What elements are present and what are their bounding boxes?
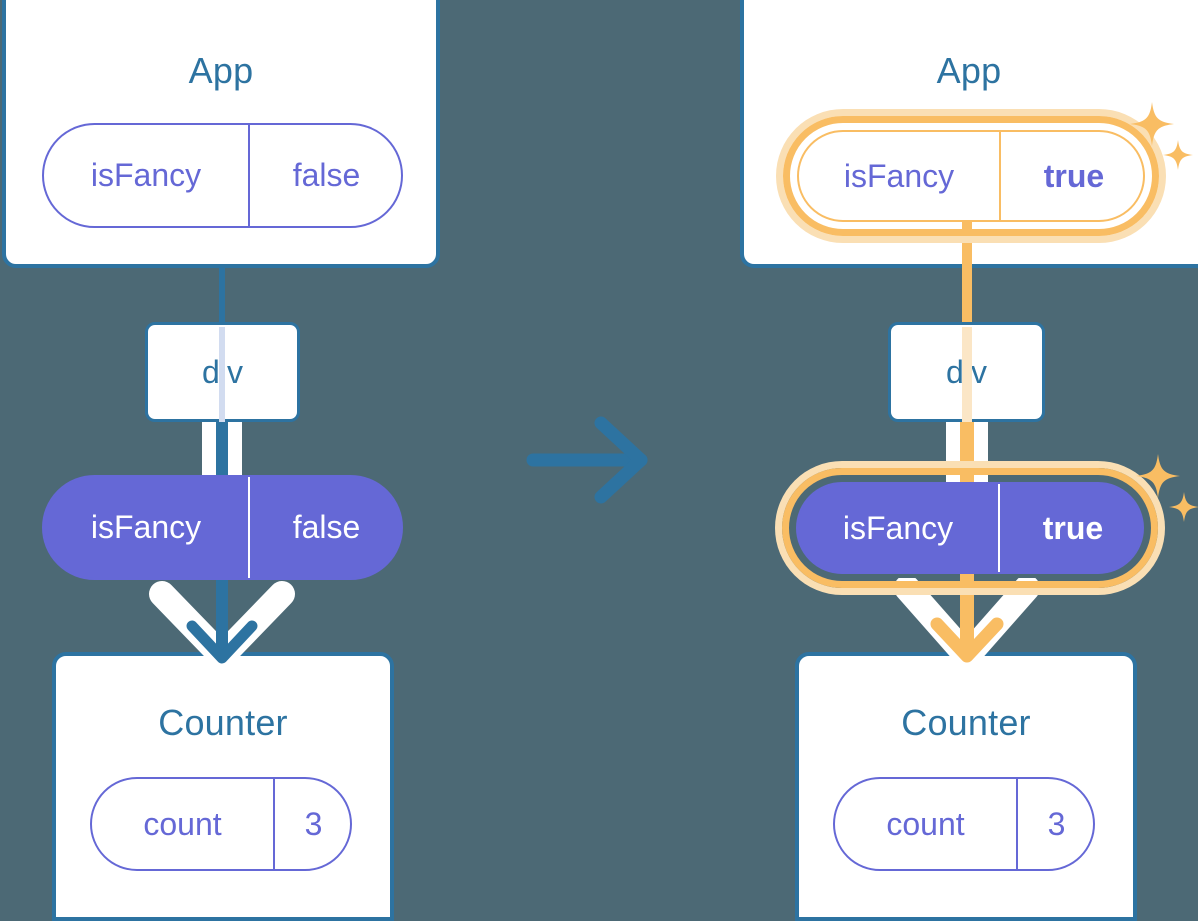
counter-state-name-after: count <box>886 805 965 842</box>
counter-title-after: Counter <box>901 702 1031 743</box>
sparkle-icon-props-after <box>1136 454 1198 522</box>
arrow-shaft-counter-after <box>960 574 974 658</box>
counter-state-divider-before <box>273 779 275 869</box>
connector-app-to-div-before <box>219 265 225 327</box>
props-name-after: isFancy <box>842 509 954 546</box>
app-title-before: App <box>188 50 254 91</box>
app-state-pill-before: isFancy false <box>42 123 403 228</box>
counter-state-value-before: 3 <box>304 805 323 842</box>
app-state-name-after: isFancy <box>843 157 955 194</box>
counter-state-divider-after <box>1016 779 1018 869</box>
sparkle-icon-app-after <box>1130 102 1193 170</box>
counter-state-pill-after: count 3 <box>833 777 1095 871</box>
app-title-after: App <box>936 50 1002 91</box>
props-pill-before: isFancy false <box>42 475 403 580</box>
highlight-ring-props-after <box>782 468 1158 588</box>
arrow-right-icon <box>526 416 648 504</box>
arrowhead-counter-before <box>186 620 258 664</box>
counter-title-before: Counter <box>158 702 288 743</box>
arrowhead-counter-after <box>930 617 1004 663</box>
props-divider-after <box>998 484 1000 572</box>
app-state-pill-after: isFancy true <box>797 130 1145 222</box>
highlight-ring-app-state-after <box>783 116 1159 236</box>
app-state-value-after: true <box>1043 157 1105 194</box>
arrow-shaft-counter-before <box>216 578 228 658</box>
props-divider-before <box>248 477 250 578</box>
props-name-before: isFancy <box>90 509 202 545</box>
connector-app-to-div-after <box>962 215 972 327</box>
counter-state-name-before: count <box>143 805 222 842</box>
connector-inside-div-after <box>962 327 972 422</box>
props-value-before: false <box>292 509 361 545</box>
connector-inside-div-before <box>219 327 225 422</box>
arrow-shaft-white-right-before <box>228 420 242 490</box>
app-state-divider-before <box>248 125 250 226</box>
props-pill-after: isFancy true <box>796 482 1144 574</box>
props-value-after: true <box>1042 509 1104 546</box>
app-state-name-before: isFancy <box>90 157 202 193</box>
app-state-divider-after <box>999 132 1001 220</box>
counter-state-pill-before: count 3 <box>90 777 352 871</box>
app-state-value-before: false <box>292 157 361 193</box>
connector-div-to-pill-before <box>216 420 228 490</box>
counter-state-value-after: 3 <box>1047 805 1066 842</box>
arrow-shaft-white-left-before <box>202 420 216 490</box>
